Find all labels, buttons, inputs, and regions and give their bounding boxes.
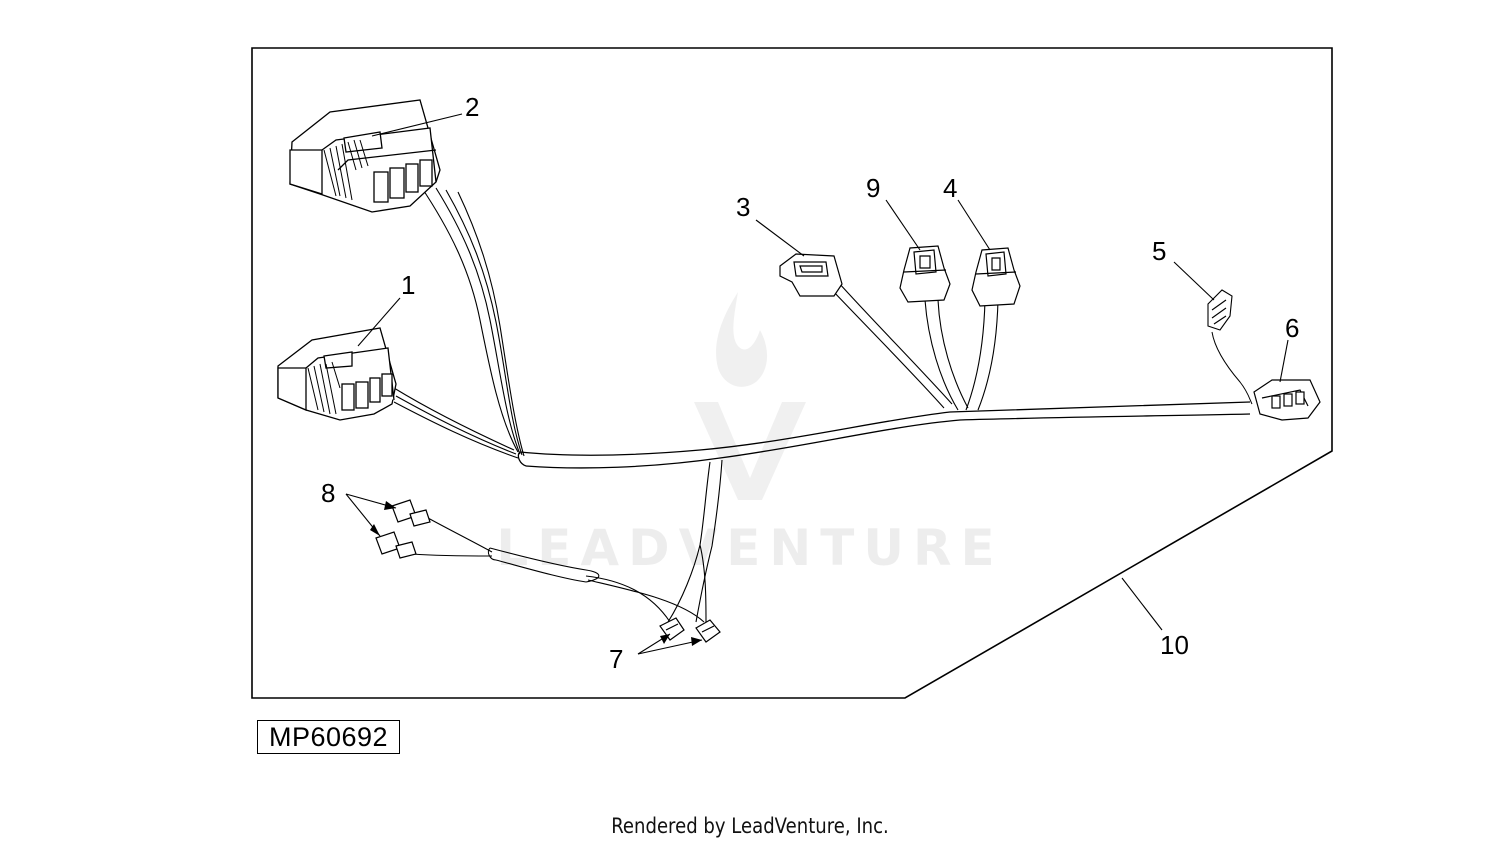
connector-9: [899, 245, 951, 303]
callout-10: 10: [1160, 630, 1189, 660]
branch-connector-2: [419, 184, 525, 457]
harness-trunk: [517, 401, 1251, 469]
callout-1: 1: [401, 270, 415, 300]
connector-1-ribs: [307, 361, 341, 415]
branch-connectors-3-9-4: [831, 281, 999, 411]
connector-1: [277, 327, 397, 421]
branch-connector-1: [393, 387, 519, 459]
connector-8-upper: [391, 499, 431, 527]
callout-7: 7: [609, 644, 623, 674]
watermark-logo-icon: [694, 292, 806, 500]
branch-connector-5: [1211, 331, 1253, 405]
callout-3: 3: [736, 192, 750, 222]
leader-4: [957, 199, 991, 251]
watermark-text: LEADVENTURE: [496, 519, 1003, 577]
part-code-label: MP60692: [257, 720, 400, 754]
callout-4: 4: [943, 173, 957, 203]
connector-6: [1253, 379, 1321, 421]
leader-1: [357, 297, 401, 347]
diagram-frame: [251, 47, 1333, 699]
leader-7b: [637, 639, 703, 655]
leader-5: [1173, 261, 1215, 301]
branch-connectors-7-8: [411, 459, 723, 623]
callout-6: 6: [1285, 313, 1299, 343]
callout-8: 8: [321, 478, 335, 508]
connector-8-lower: [375, 531, 417, 559]
leader-10: [1121, 577, 1163, 631]
connector-3: [779, 253, 843, 297]
connector-4: [971, 247, 1021, 307]
leader-3: [755, 219, 805, 257]
connector-2-ribs: [323, 139, 369, 201]
callout-2: 2: [465, 92, 479, 122]
leader-lines: [345, 113, 1289, 655]
connector-5: [1207, 289, 1233, 331]
callout-9: 9: [866, 173, 880, 203]
leader-2: [371, 113, 463, 137]
connector-7-right: [695, 619, 721, 643]
leader-9: [885, 199, 921, 251]
callout-5: 5: [1152, 236, 1166, 266]
footer-credit: Rendered by LeadVenture, Inc.: [611, 814, 889, 838]
leader-arrowheads: [370, 501, 702, 646]
leader-6: [1279, 339, 1289, 383]
